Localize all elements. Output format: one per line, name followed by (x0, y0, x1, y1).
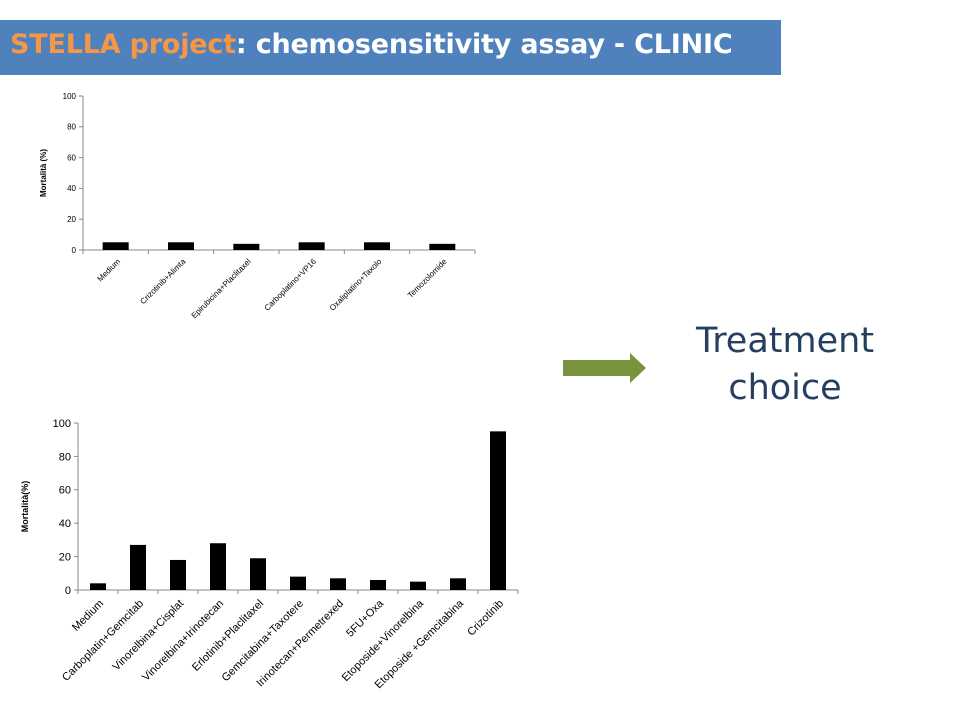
category-label: Vinorelbina+Cisplat (111, 598, 187, 674)
chart-2: 020406080100MediumCarboplatin+GemcitabVi… (20, 418, 519, 691)
bar-5 (364, 242, 390, 250)
slide-title: STELLA project: chemosensitivity assay -… (10, 29, 733, 60)
category-label: Oxaliplatino+Taxolo (328, 257, 384, 313)
bar-4 (298, 242, 325, 250)
treatment-line-1: Treatment (695, 321, 875, 361)
category-label: Vinorelbina+Irinotecan (140, 598, 226, 684)
right-arrow-icon (563, 353, 646, 383)
category-label: Temozolomide (406, 257, 449, 300)
y-axis-title: Mortalità (%) (39, 149, 48, 197)
category-label: Crizotinib (465, 598, 506, 639)
category-label: Medium (96, 257, 123, 284)
treatment-line-2: choice (728, 368, 842, 408)
y-tick-label: 100 (53, 418, 71, 430)
bar-4 (210, 543, 226, 590)
bar-2 (130, 544, 146, 590)
bar-2 (168, 242, 194, 250)
category-label: 5FU+Oxa (344, 597, 387, 640)
bar-9 (410, 581, 426, 590)
title-accent: STELLA project (10, 29, 236, 60)
y-tick-label: 60 (67, 153, 76, 162)
y-tick-label: 20 (59, 551, 71, 563)
bar-5 (250, 558, 266, 590)
treatment-choice-text: Treatment choice (660, 318, 910, 412)
category-label: Medium (70, 598, 106, 634)
y-tick-label: 80 (67, 123, 76, 132)
category-label: Crizotinib+Alimta (138, 257, 187, 306)
bar-8 (370, 579, 386, 590)
title-bar: STELLA project: chemosensitivity assay -… (0, 20, 781, 75)
y-tick-label: 40 (67, 184, 76, 193)
y-tick-label: 0 (72, 246, 77, 255)
bar-3 (170, 559, 186, 590)
category-label: Carboplatino+VP16 (262, 257, 318, 313)
bar-6 (290, 576, 306, 590)
y-tick-label: 40 (59, 518, 71, 530)
category-label: Erlotinib+Placlitaxel (190, 598, 266, 674)
category-label: Epirubicina+Placlitaxel (190, 257, 253, 320)
title-rest: : chemosensitivity assay - CLINIC (235, 29, 733, 60)
bar-7 (330, 578, 346, 590)
bar-1 (102, 242, 129, 250)
y-tick-label: 20 (67, 215, 76, 224)
bar-3 (233, 243, 260, 250)
bar-6 (429, 243, 456, 250)
y-tick-label: 100 (63, 92, 77, 101)
y-tick-label: 0 (65, 585, 71, 597)
y-tick-label: 80 (59, 451, 71, 463)
bar-11 (490, 431, 506, 590)
bar-1 (90, 583, 106, 590)
y-axis-title: Mortalità(%) (20, 481, 30, 533)
bar-10 (450, 578, 466, 590)
y-tick-label: 60 (59, 485, 71, 497)
